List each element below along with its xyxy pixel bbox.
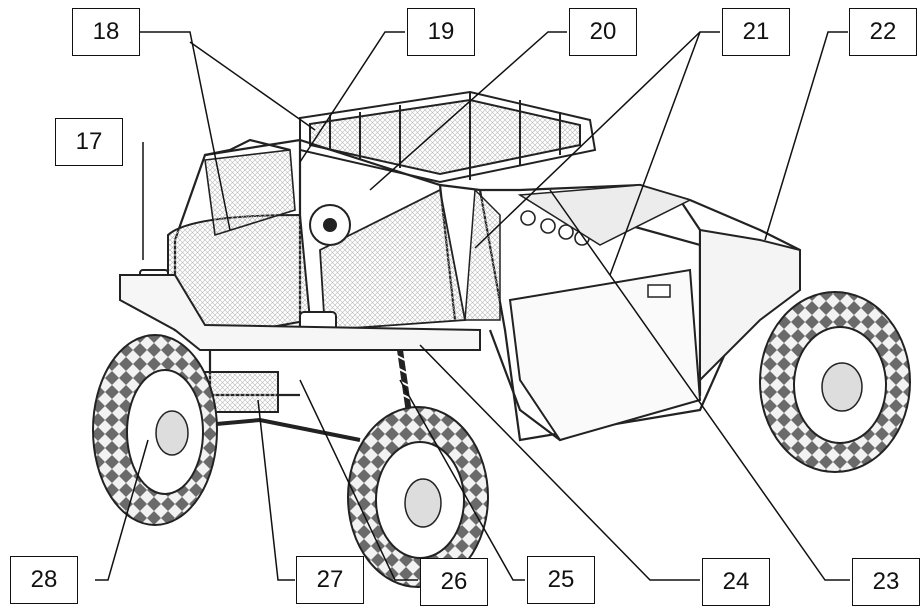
callout-24: 24 [702, 558, 770, 606]
leader-18a [140, 31, 231, 231]
callout-23: 23 [852, 558, 920, 606]
leader-28 [95, 439, 149, 581]
front-body [699, 228, 801, 383]
callout-22: 22 [849, 8, 917, 56]
callout-26: 26 [420, 558, 488, 606]
rear-bumper [119, 274, 481, 351]
callout-18: 18 [72, 8, 140, 56]
callout-28: 28 [10, 556, 78, 604]
leader-20 [369, 31, 567, 191]
leader-27 [257, 399, 295, 581]
callout-21: 21 [722, 8, 790, 56]
leader-23 [549, 189, 850, 581]
leader-25 [399, 379, 525, 581]
windshield [517, 184, 693, 246]
wheel-front-right [759, 291, 911, 473]
callout-19: 19 [407, 8, 475, 56]
wheel-rear-left [92, 334, 218, 526]
leader-24 [419, 344, 700, 581]
callout-20: 20 [569, 8, 637, 56]
leader-22 [764, 31, 848, 241]
leader-lines [95, 31, 850, 581]
left-side-mesh [204, 149, 296, 237]
leader-18b [189, 41, 316, 131]
callout-25: 25 [527, 556, 595, 604]
wheel-rear-right [347, 406, 489, 588]
roof-rack [299, 90, 597, 184]
leader-19 [299, 31, 405, 163]
callout-27: 27 [296, 556, 364, 604]
leader-26 [299, 379, 418, 581]
door-mesh [464, 188, 501, 321]
leader-21b [609, 31, 701, 276]
callout-17: 17 [55, 118, 123, 166]
side-door [508, 268, 702, 442]
